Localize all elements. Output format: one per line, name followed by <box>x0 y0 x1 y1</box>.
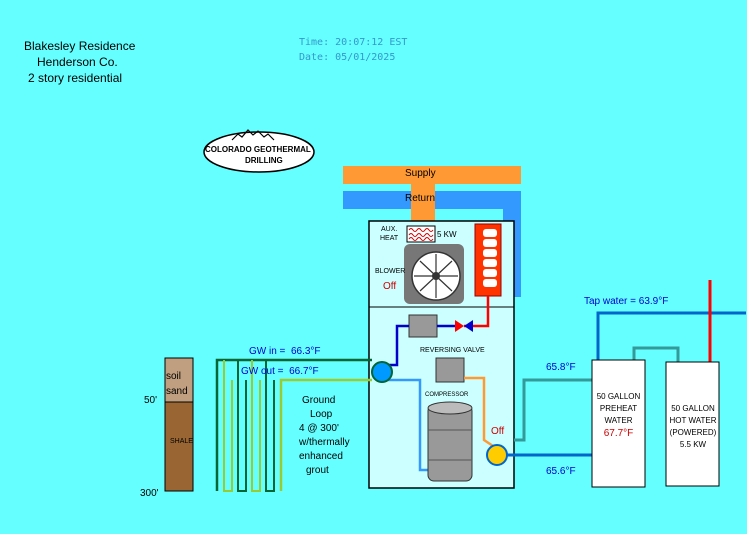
aux-heat-kw: 5 KW <box>437 230 457 239</box>
loop-desc-3: 4 @ 300' <box>299 423 339 434</box>
residence-county: Henderson Co. <box>37 55 118 69</box>
reversing-valve <box>435 357 465 383</box>
loop-desc-6: grout <box>306 465 329 476</box>
desuperheater-out-temp: 65.6°F <box>546 466 576 477</box>
mountain-logo-icon <box>231 129 275 141</box>
gw-in-readout: GW in = 66.3°F <box>249 346 321 357</box>
desuperheater-in-temp: 65.8°F <box>546 362 576 373</box>
supply-duct-drop <box>411 184 435 224</box>
loop-desc-1: Ground <box>302 395 336 406</box>
air-coil-fins <box>483 229 497 287</box>
compressor-label: COMPRESSOR <box>425 392 469 398</box>
hot-tank-label-4: 5.5 KW <box>679 440 707 449</box>
preheat-tank-temp: 67.7°F <box>603 428 634 439</box>
logo-text-line2: DRILLING <box>245 156 283 165</box>
loop-desc-2: Loop <box>310 409 333 420</box>
blower-status: Off <box>383 281 397 292</box>
hot-tank-label-3: (POWERED) <box>669 428 717 437</box>
hot-water-tank <box>665 361 720 487</box>
depth-50-label: 50' <box>144 395 158 406</box>
logo-text-line1: COLORADO GEOTHERMAL <box>205 145 311 154</box>
discharge-line <box>464 376 497 450</box>
depth-300-label: 300' <box>140 488 159 499</box>
tap-water-pipe <box>596 311 746 360</box>
heating-coil-icon <box>408 228 434 241</box>
compressor <box>427 404 473 482</box>
loop-supply-pipe <box>215 358 372 491</box>
hot-tank-label-2: HOT WATER <box>669 416 717 425</box>
preheat-tank-label-3: WATER <box>604 416 633 425</box>
desuperheater-exchanger <box>486 444 508 466</box>
tap-water-readout: Tap water = 63.9°F <box>584 296 669 307</box>
preheat-tank-label-1: 50 GALLON <box>596 392 641 401</box>
date-readout: Date: 05/01/2025 <box>299 52 396 63</box>
time-readout: Time: 20:07:12 EST <box>299 37 408 48</box>
soil-label: soil <box>166 371 182 382</box>
tank-link-pipe <box>632 346 680 362</box>
aux-heat-label-2: HEAT <box>380 235 399 242</box>
suction-line <box>384 378 432 472</box>
hot-tank-label-1: 50 GALLON <box>671 404 715 413</box>
compressor-status: Off <box>491 426 505 437</box>
expansion-valve-icon <box>455 320 464 332</box>
loop-boreholes <box>223 360 275 492</box>
supply-label: Supply <box>405 168 436 179</box>
reversing-valve-label: REVERSING VALVE <box>420 347 485 354</box>
preheat-tank <box>591 359 646 488</box>
return-label: Return <box>405 193 436 204</box>
residence-type: 2 story residential <box>28 71 123 85</box>
loop-heat-exchanger <box>371 361 393 383</box>
shale-label: SHALE <box>170 438 193 445</box>
loop-return-pipe <box>279 378 372 491</box>
shale-layer <box>164 401 194 492</box>
loop-desc-4: w/thermally <box>299 437 350 448</box>
reversing-valve-block <box>408 314 438 338</box>
residence-name: Blakesley Residence <box>24 39 136 53</box>
refrigerant-line-blue <box>384 324 409 367</box>
gw-out-readout: GW out = 66.7°F <box>241 366 319 377</box>
sand-label: sand <box>166 386 188 397</box>
soil-sand-layer <box>164 357 194 403</box>
supply-duct <box>343 166 521 184</box>
preheat-tank-label-2: PREHEAT <box>599 404 638 413</box>
aux-heat-label-1: AUX. <box>381 226 398 233</box>
blower-label: BLOWER <box>375 268 406 275</box>
loop-desc-5: enhanced <box>299 451 343 462</box>
